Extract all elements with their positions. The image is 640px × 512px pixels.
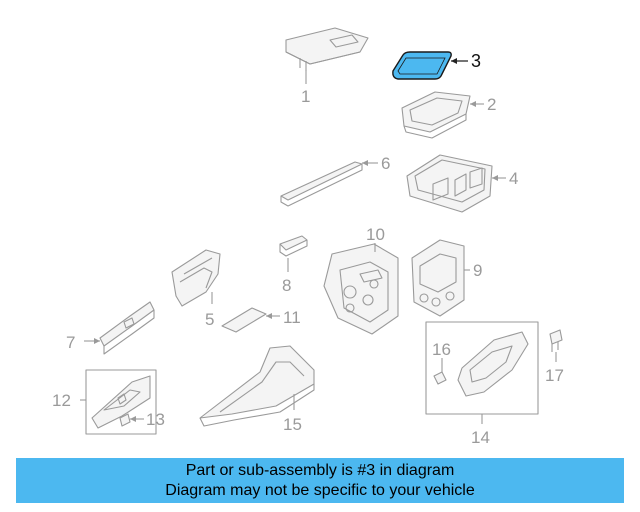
part-14-console-side-group[interactable]: 14: [425, 321, 539, 447]
banner-line-2: Diagram may not be specific to your vehi…: [165, 481, 475, 499]
banner-line-1: Part or sub-assembly is #3 in diagram: [185, 461, 455, 479]
callout-2: 2: [487, 95, 496, 114]
callout-8: 8: [282, 276, 291, 295]
callout-3: 3: [471, 51, 481, 71]
callout-1: 1: [301, 87, 310, 106]
part-17-plug[interactable]: 17: [545, 329, 564, 385]
part-11-pad[interactable]: 11: [221, 307, 301, 333]
parts-diagram: 1 3 2 6 4 8: [52, 27, 564, 447]
part-16-switch[interactable]: 16: [432, 340, 451, 385]
info-banner: Part or sub-assembly is #3 in diagram Di…: [16, 458, 624, 503]
callout-10: 10: [366, 225, 385, 244]
part-15-side-panel[interactable]: 15: [199, 345, 315, 434]
part-12-panel-group[interactable]: 12: [52, 369, 157, 435]
callout-12: 12: [52, 391, 71, 410]
part-8-clip[interactable]: 8: [279, 235, 308, 295]
callout-4: 4: [509, 169, 518, 188]
callout-11: 11: [283, 308, 301, 327]
callout-9: 9: [473, 261, 482, 280]
callout-6: 6: [381, 154, 390, 173]
callout-5: 5: [205, 310, 214, 329]
callout-13: 13: [146, 410, 165, 429]
part-9-control-panel[interactable]: 9: [411, 239, 482, 317]
callout-14: 14: [471, 428, 490, 447]
part-3-console-mat[interactable]: 3: [392, 51, 481, 80]
part-1-console-lid[interactable]: 1: [285, 27, 369, 106]
part-7-lower-trim[interactable]: 7: [66, 301, 155, 355]
callout-7: 7: [66, 333, 75, 352]
callout-16: 16: [432, 340, 451, 359]
callout-15: 15: [283, 415, 302, 434]
part-13-clip[interactable]: 13: [119, 410, 165, 429]
part-2-tray[interactable]: 2: [401, 91, 496, 139]
part-5-side-bracket[interactable]: 5: [171, 249, 221, 329]
callout-17: 17: [545, 366, 564, 385]
part-10-console-frame[interactable]: 10: [323, 225, 399, 335]
part-4-center-bezel[interactable]: 4: [406, 154, 518, 213]
part-6-trim-strip[interactable]: 6: [280, 154, 390, 207]
